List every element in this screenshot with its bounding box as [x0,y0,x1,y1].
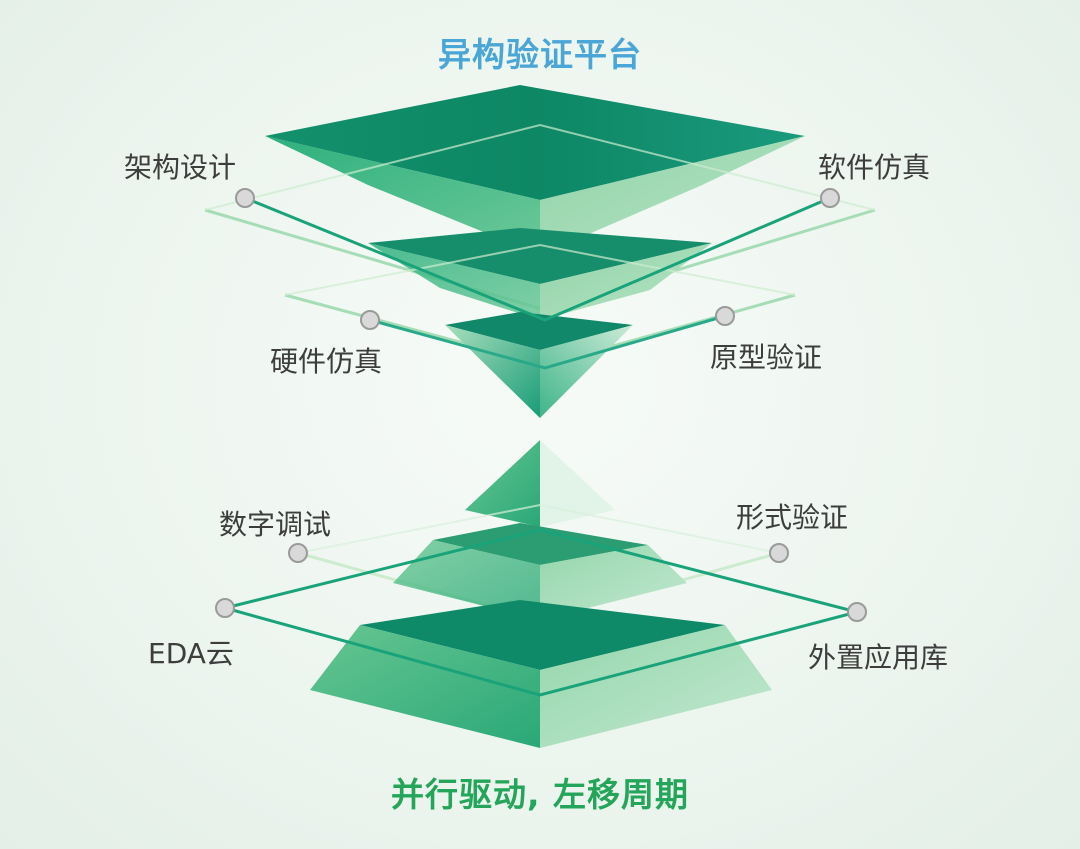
top-title: 异构验证平台 [438,35,642,74]
dot-eda-cloud [215,598,235,618]
label-hardware-sim: 硬件仿真 [270,345,383,378]
inverted-pyramid [204,85,876,418]
connector-dots [215,188,867,622]
label-eda-cloud: EDA云 [148,637,234,670]
slab2-right-face [540,243,712,320]
base-slab-top [360,600,725,670]
dot-arch-design [235,188,255,208]
label-formal-verif: 形式验证 [736,501,849,534]
slab2-top-face [368,228,712,284]
mid-slab-right [540,545,687,620]
mid-slab-left [393,540,540,620]
upper-teal-line [244,196,831,322]
label-software-sim: 软件仿真 [818,151,931,184]
label-prototype-verif: 原型验证 [710,341,823,374]
label-digital-debug: 数字调试 [219,508,332,541]
upright-pyramid [219,440,863,748]
slab1-top-face [265,85,805,200]
dot-prototype-verif [715,306,735,326]
upright-tip-left [465,440,540,527]
bottom-title: 并行驱动, 左移周期 [390,775,690,814]
slab1-left-face [265,136,540,255]
dot-external-lib [847,602,867,622]
label-external-lib: 外置应用库 [808,641,949,674]
mid-teal-line [369,314,726,370]
slab1-right-face [540,136,805,255]
dot-hardware-sim [360,310,380,330]
dot-digital-debug [288,543,308,563]
dot-software-sim [820,188,840,208]
lower-plane-line-2 [297,503,780,554]
upper-plane-line-2 [204,123,876,211]
base-slab-right [540,625,772,748]
mid-slab-top [433,523,648,565]
label-arch-design: 架构设计 [124,151,237,184]
base-slab-left [310,625,540,748]
slab3-top-face [445,312,633,350]
upright-tip-right [540,440,615,527]
dot-formal-verif [769,543,789,563]
mid-plane-line-2 [284,243,796,296]
